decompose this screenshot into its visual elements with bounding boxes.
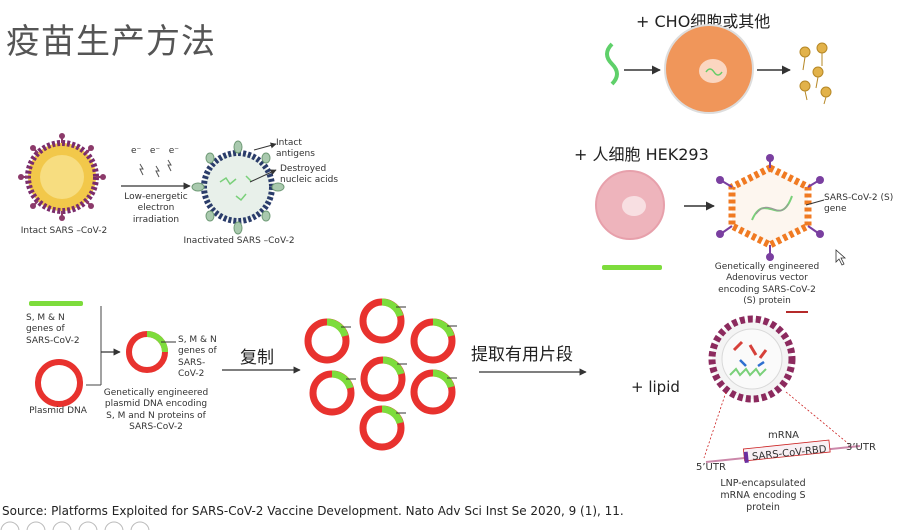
slide-toolbar [0,521,150,530]
mrna-label: mRNA [768,430,800,441]
replicated-plasmids [304,298,457,451]
lnp-mrna-icon [708,315,796,403]
inactivated-virus-label: Inactivated SARS –CoV-2 [183,236,295,246]
cho-cell [664,24,754,114]
toolbar-button-icon [52,521,72,530]
antigens-label: Intact antigens [276,138,315,160]
antigens-pointer [253,142,277,151]
electron-symbols: e⁻ e⁻ e⁻ [130,146,180,156]
replicate-label: 复制 [240,348,274,368]
genes-label: S, M & N genes of SARS-CoV-2 [26,313,80,346]
toolbar-button-icon [26,521,46,530]
expressed-proteins-icon [799,42,832,105]
page-title: 疫苗生产方法 [6,22,216,62]
utr5-label: 5’UTR [696,462,726,473]
nucleic-acids-label: Destroyed nucleic acids [280,164,339,186]
extract-label: 提取有用片段 [471,345,573,365]
lipid-label: + lipid [631,378,680,396]
gene-fragment-bar [29,301,83,306]
utr3-label: 3’UTR [846,442,876,453]
gene-pointer [805,199,825,206]
toolbar-button-icon [0,521,20,530]
engineered-plasmid-label: Genetically engineered plasmid DNA encod… [103,388,209,432]
intact-virus-icon [18,133,106,221]
sars-gene-label: SARS-CoV-2 (S) gene [824,193,894,215]
engineered-plasmid-icon [126,331,168,373]
toolbar-button-icon [104,521,124,530]
plasmid-dna-label: Plasmid DNA [29,406,87,416]
cho-cell-label: + CHO细胞或其他 [636,12,771,31]
hek-underline [786,311,808,313]
mouse-cursor-icon [835,249,847,266]
irradiation-label: Low-energetic electron irradiation [124,192,188,225]
nucleic-pointer [249,169,277,183]
hek-cell-label: + 人细胞 HEK293 [574,145,709,164]
hek293-cell [595,170,665,240]
source-citation: Source: Platforms Exploited for SARS-CoV… [2,504,624,518]
inserted-genes-label: S, M & N genes of SARS-CoV-2 [178,335,217,379]
rbd-marker [743,451,749,463]
lnp-label: LNP-encapsulated mRNA encoding S protein [720,478,806,513]
inactivated-virus-icon [191,140,285,235]
plasmid-dna-icon [35,359,83,407]
green-gene-squiggle [605,42,619,86]
electron-bolts [139,159,172,178]
hek-gene-bar [602,265,662,270]
toolbar-button-icon [130,521,150,530]
intact-virus-label: Intact SARS –CoV-2 [20,226,108,236]
adenovirus-vector-icon [716,154,824,261]
adenovirus-vector-label: Genetically engineered Adenovirus vector… [714,262,820,306]
toolbar-button-icon [78,521,98,530]
